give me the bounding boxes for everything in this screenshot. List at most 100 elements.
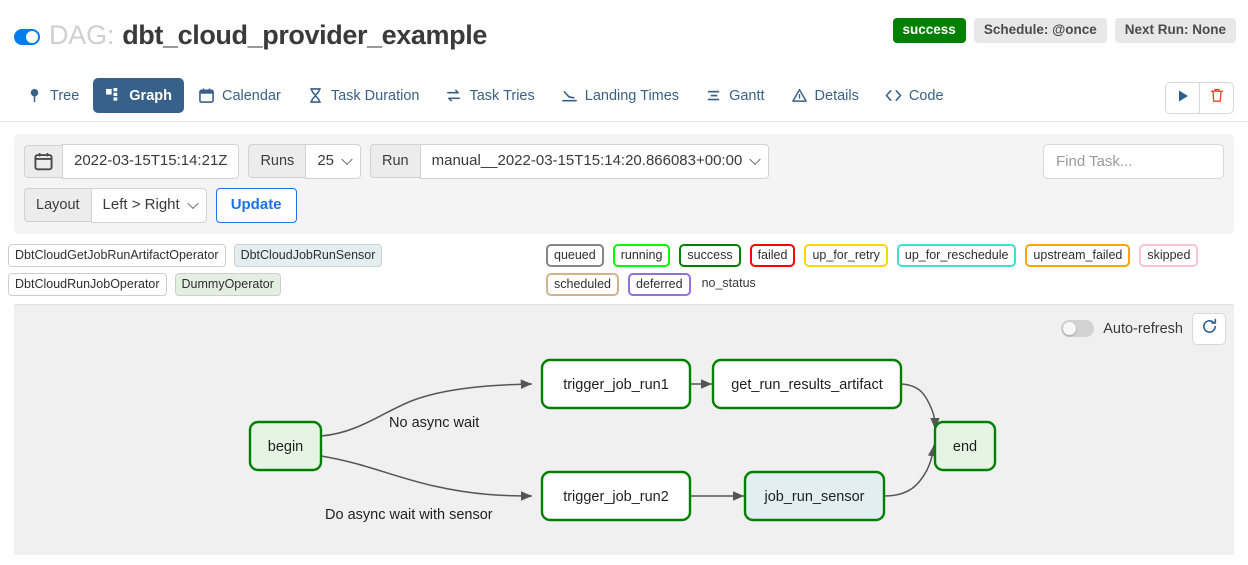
runs-label: Runs [248,144,306,179]
task-node-label: trigger_job_run2 [563,488,669,504]
state-chip-queued: queued [546,243,604,267]
state-chip-up-for-retry: up_for_retry [804,243,888,267]
filter-row-primary: 2022-03-15T15:14:21Z Runs 25 Run manual_… [24,144,1224,179]
state-legend: queued running success failed up_for_ret… [546,243,1240,296]
filter-bar: 2022-03-15T15:14:21Z Runs 25 Run manual_… [14,134,1234,234]
graph-edges [320,378,940,501]
layout-label: Layout [24,188,91,223]
edge-begin-to-trigger1 [320,378,533,437]
tab-details[interactable]: Details [779,78,871,113]
task-node-trigger-job-run1[interactable]: trigger_job_run1 [540,358,692,409]
tab-label: Gantt [729,87,765,104]
status-badge: success [892,18,966,43]
header-badges: success Schedule: @once Next Run: None [892,18,1236,43]
update-button[interactable]: Update [215,187,297,223]
dag-action-buttons [1165,82,1234,114]
auto-refresh-label: Auto-refresh [1103,320,1183,337]
task-node-label: end [953,438,977,454]
tab-calendar[interactable]: Calendar [186,78,293,113]
triangle-info-icon [791,87,808,104]
state-chip-no-status: no_status [701,275,756,290]
filter-row-secondary: Layout Left > Right Update [24,187,1224,223]
task-node-trigger-job-run2[interactable]: trigger_job_run2 [540,470,692,521]
tab-label: Task Tries [469,87,535,104]
gantt-icon [705,87,722,104]
run-label: Run [370,144,420,179]
state-chip-skipped: skipped [1139,243,1199,267]
state-chip-deferred: deferred [628,272,691,296]
graph-canvas[interactable]: Auto-refresh begin [14,303,1234,555]
graph-edge-labels: No async wait Do async wait with sensor [325,415,493,523]
find-task-input[interactable]: Find Task... [1043,144,1224,179]
delete-dag-button[interactable] [1199,83,1233,113]
graph-nodes: begin trigger_job_run1 trigger_job_run2 … [248,358,997,521]
tree-icon [26,87,43,104]
edge-label-no-async-wait: No async wait [389,415,479,431]
calendar-icon[interactable] [24,144,62,178]
tab-task-tries[interactable]: Task Tries [433,78,546,113]
page-header: DAG: dbt_cloud_provider_example success … [0,0,1248,70]
play-icon [1176,89,1190,108]
graph-icon [105,87,122,104]
dag-run-select[interactable]: manual__2022-03-15T15:14:20.866083+00:00 [419,144,770,179]
graph-toolbar: Auto-refresh [1061,312,1226,345]
next-run-badge[interactable]: Next Run: None [1114,18,1236,43]
tab-task-duration[interactable]: Task Duration [295,78,432,113]
layout-group: Layout Left > Right [24,187,207,223]
view-tabs: Tree Graph Calendar Task Duration Task T… [0,70,1248,122]
task-node-end[interactable]: end [933,420,997,471]
task-node-label: get_run_results_artifact [731,376,883,392]
num-runs-select[interactable]: 25 [305,144,361,179]
state-chip-failed: failed [749,243,796,267]
base-date-input[interactable]: 2022-03-15T15:14:21Z [62,144,240,179]
edge-begin-to-trigger2 [320,454,533,501]
operator-chip[interactable]: DbtCloudGetJobRunArtifactOperator [8,243,226,267]
auto-refresh-toggle[interactable] [1061,320,1095,337]
operator-chip[interactable]: DbtCloudJobRunSensor [233,243,383,267]
refresh-button[interactable] [1192,312,1226,345]
tab-label: Calendar [221,87,281,104]
schedule-badge[interactable]: Schedule: @once [973,18,1107,43]
base-date-group: 2022-03-15T15:14:21Z [24,144,240,179]
code-icon [885,87,902,104]
task-node-label: job_run_sensor [764,488,865,504]
trash-icon [1210,88,1224,108]
task-node-job-run-sensor[interactable]: job_run_sensor [743,470,886,521]
run-group: Run manual__2022-03-15T15:14:20.866083+0… [370,144,770,179]
edge-label-async-wait-sensor: Do async wait with sensor [325,507,493,523]
tab-label: Code [908,87,944,104]
state-chip-running: running [612,243,671,267]
task-node-begin[interactable]: begin [248,420,323,471]
tab-code[interactable]: Code [873,78,956,113]
runs-group: Runs 25 [248,144,361,179]
calendar-icon [198,87,215,104]
tab-gantt[interactable]: Gantt [693,78,776,113]
state-chip-upstream-failed: upstream_failed [1025,243,1131,267]
tab-landing-times[interactable]: Landing Times [549,78,691,113]
operator-chip[interactable]: DbtCloudRunJobOperator [8,272,167,296]
operator-chip[interactable]: DummyOperator [174,272,281,296]
tab-label: Task Duration [330,87,420,104]
toggle-on-icon[interactable] [14,29,40,45]
landing-icon [561,87,578,104]
operator-legend: DbtCloudGetJobRunArtifactOperator DbtClo… [8,243,546,296]
tab-tree[interactable]: Tree [14,78,91,113]
hourglass-icon [307,87,324,104]
state-chip-up-for-reschedule: up_for_reschedule [896,243,1017,267]
retry-icon [445,87,462,104]
task-node-get-run-results-artifact[interactable]: get_run_results_artifact [711,358,903,409]
state-chip-scheduled: scheduled [546,272,619,296]
trigger-dag-button[interactable] [1166,83,1199,113]
refresh-icon [1201,318,1218,340]
legend-area: DbtCloudGetJobRunArtifactOperator DbtClo… [0,234,1248,304]
task-node-label: begin [268,438,303,454]
edge-artifact-to-end [900,382,940,429]
tab-graph[interactable]: Graph [93,78,184,113]
layout-select[interactable]: Left > Right [90,187,207,223]
page-title: dbt_cloud_provider_example [122,19,487,50]
task-node-label: trigger_job_run1 [563,376,669,392]
tab-label: Graph [129,87,172,104]
dag-graph[interactable]: begin trigger_job_run1 trigger_job_run2 … [14,305,1234,555]
state-chip-success: success [679,243,741,267]
tab-label: Details [814,87,859,104]
